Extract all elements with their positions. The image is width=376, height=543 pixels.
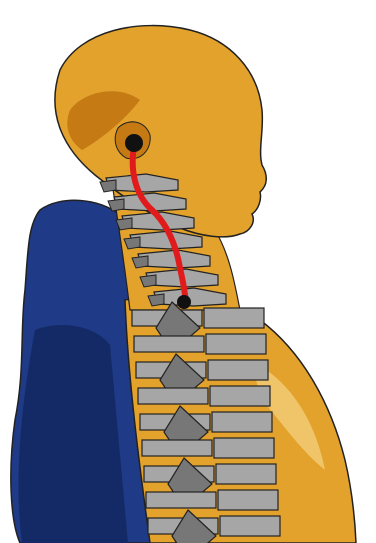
thoracic-vertebra-body [212,412,272,432]
thoracic-vertebra-body [214,438,274,458]
thoracic-vertebra-body [204,308,264,328]
thoracic-spinous-process [134,336,204,352]
thoracic-spinous-process [142,440,212,456]
thoracic-vertebra-body [220,516,280,536]
thoracic-spinous-process [146,492,216,508]
thoracic-vertebra-body [208,360,268,380]
cervical-spinous-process [100,180,116,192]
thoracic-vertebra-body [216,464,276,484]
thoracic-spinous-process [138,388,208,404]
skull-marker [125,134,143,152]
thoracic-spine [132,302,280,543]
thoracic-vertebra-body [210,386,270,406]
thoracic-vertebra-body [206,334,266,354]
thoracic-vertebra-body [218,490,278,510]
spine-marker [177,295,191,309]
